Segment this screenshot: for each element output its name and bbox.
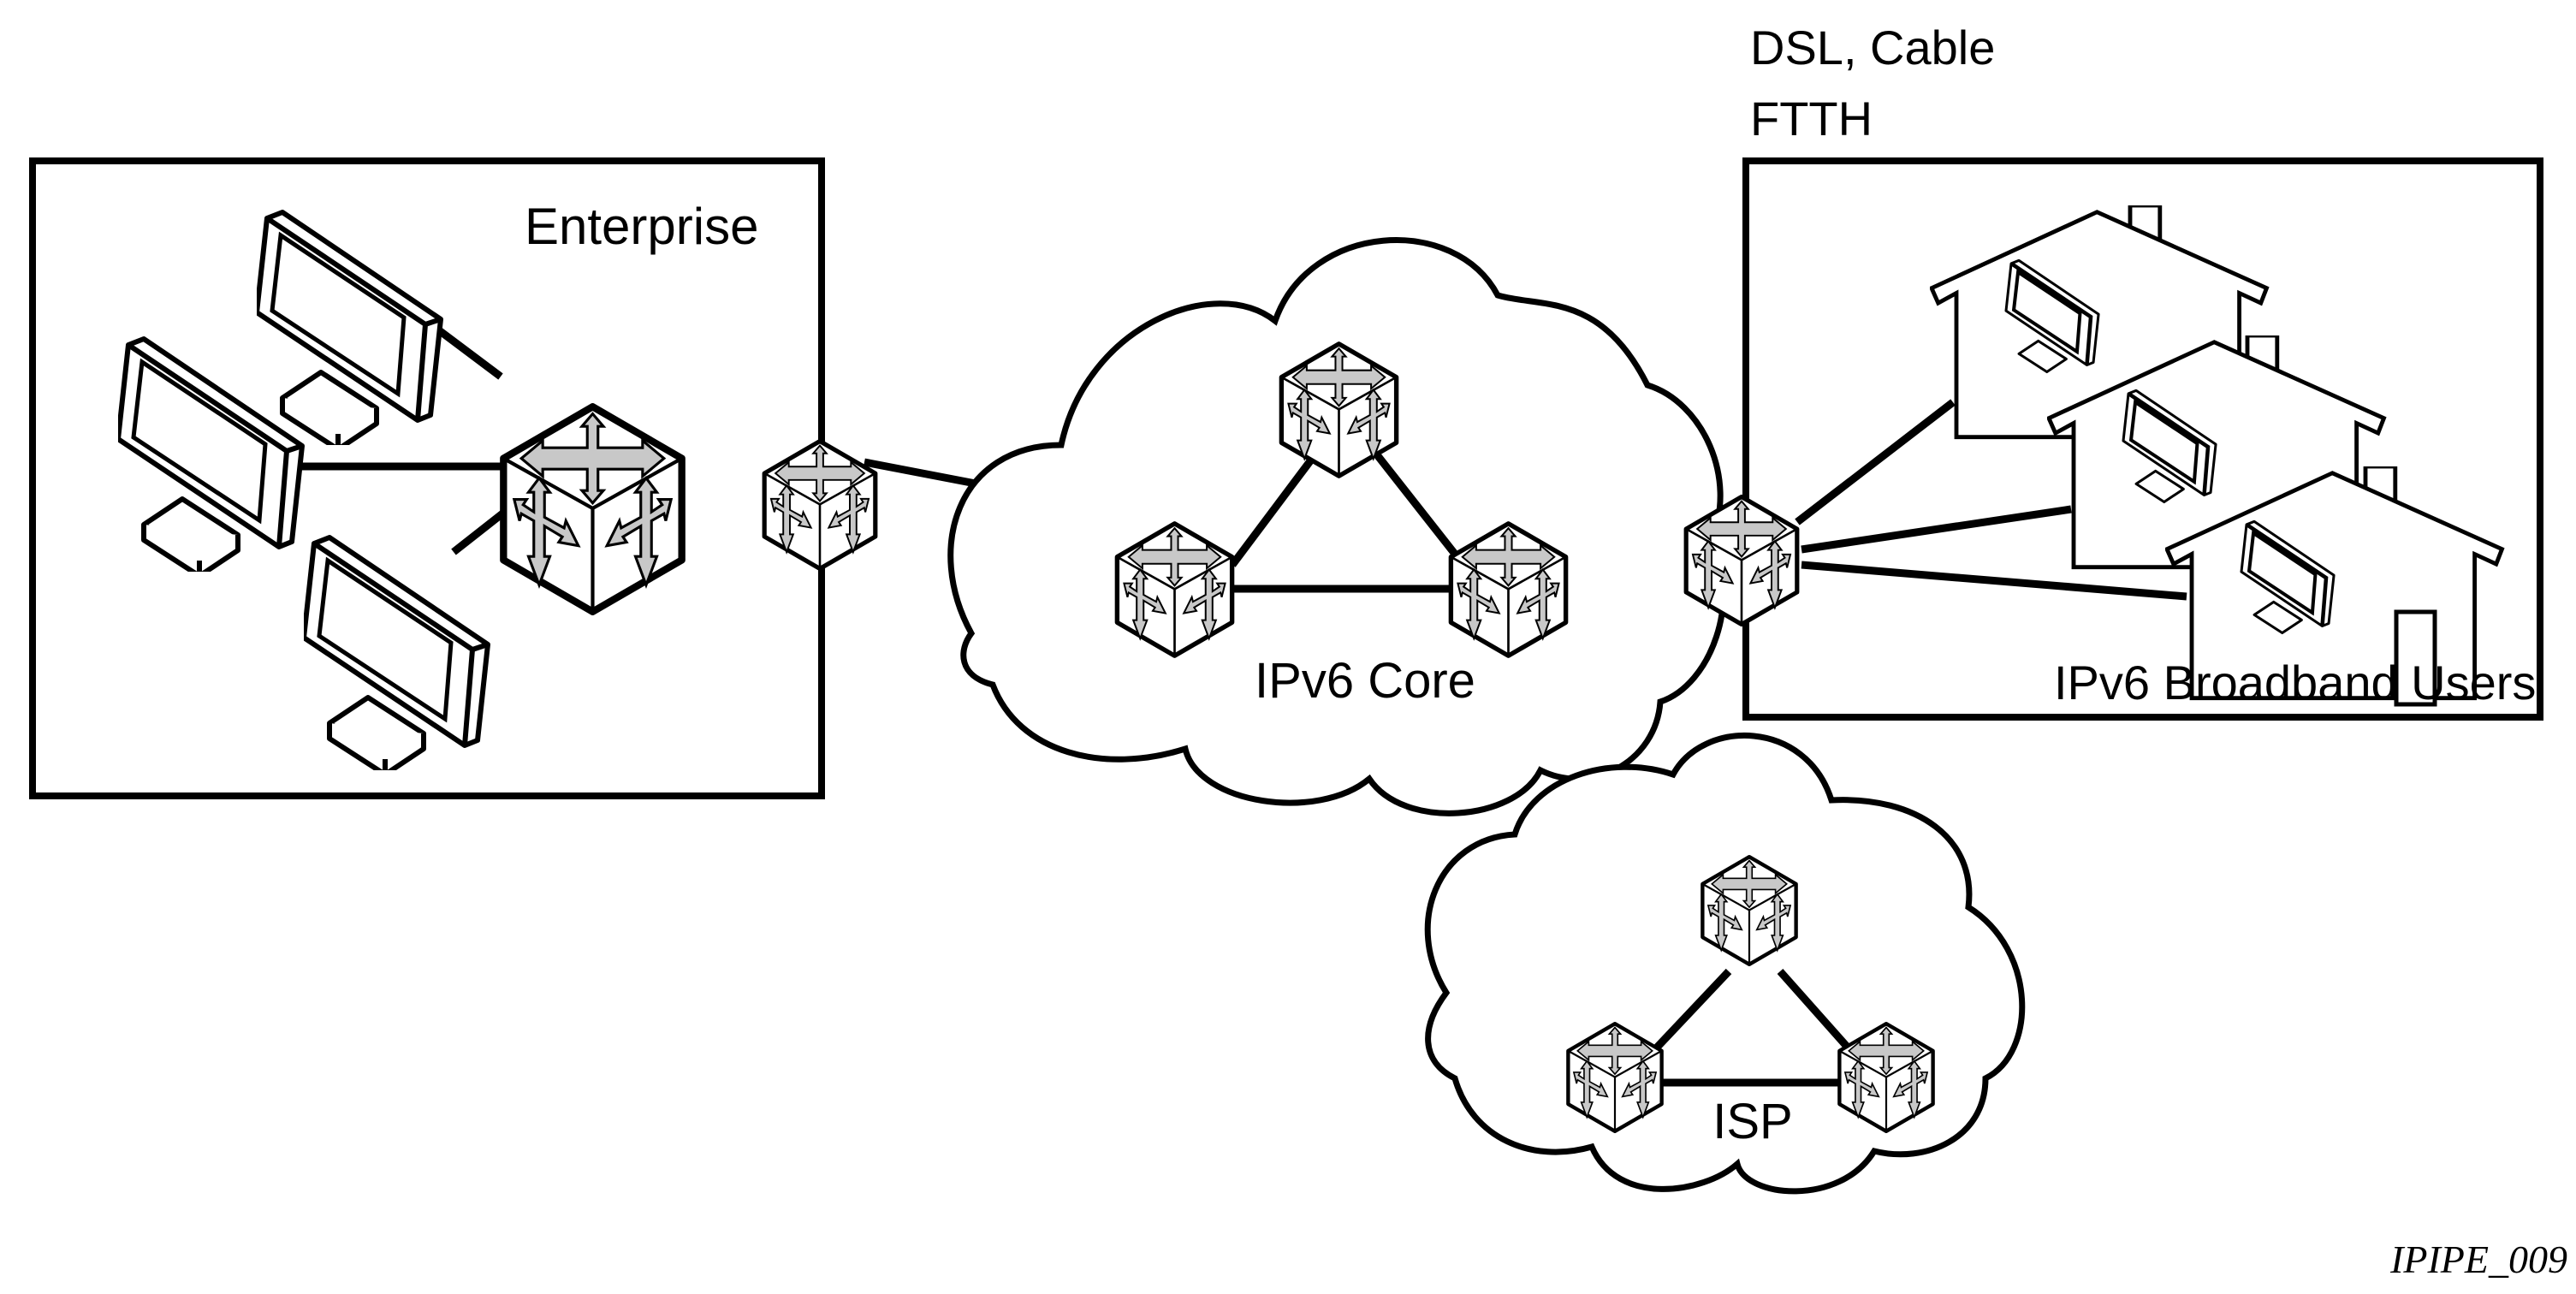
link-pc1-router (430, 322, 503, 380)
enterprise-router-icon[interactable] (503, 407, 681, 612)
broadband-box (1742, 157, 2543, 721)
link-core-top-right (1366, 442, 1467, 567)
workstation-icon[interactable] (118, 339, 302, 576)
link-bb-house2 (1801, 505, 2072, 554)
isp-label: ISP (1712, 1094, 1793, 1149)
enterprise-label: Enterprise (525, 198, 758, 255)
workstation-icon[interactable] (257, 212, 441, 449)
isp-region: ISP (1424, 732, 2026, 1195)
enterprise-region: Enterprise (29, 157, 825, 799)
broadband-region: DSL, Cable FTTH IPv6 Broadband Users (1742, 21, 2543, 721)
link-bb-house1 (1795, 399, 1956, 525)
enterprise-edge-router-icon[interactable] (764, 441, 875, 568)
broadband-label: IPv6 Broadband Users (2054, 656, 2536, 709)
ipv6-core-region: IPv6 Core (947, 237, 1727, 836)
figure-caption: IPIPE_009 (2389, 1238, 2567, 1281)
link-bb-house3 (1801, 561, 2187, 601)
access-tech-label-line2: FTTH (1750, 92, 1873, 145)
link-isp-top-right (1777, 969, 1852, 1051)
link-core-top-left (1229, 442, 1326, 567)
link-edge-core (864, 458, 976, 488)
link-isp-top-left (1653, 968, 1732, 1052)
workstation-icon[interactable] (304, 537, 488, 775)
core-cloud-shape (947, 237, 1727, 816)
access-tech-label-line1: DSL, Cable (1750, 21, 1995, 74)
core-label: IPv6 Core (1255, 653, 1475, 709)
door-icon (2394, 609, 2437, 707)
